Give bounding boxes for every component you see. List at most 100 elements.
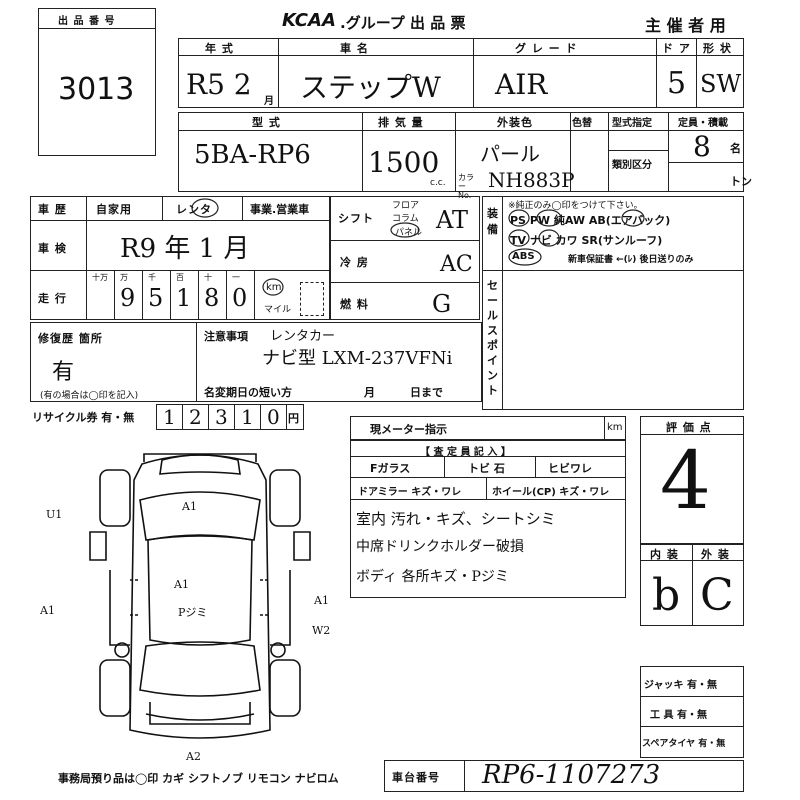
meter-unit: km xyxy=(607,422,623,433)
history-private: 自家用 xyxy=(96,203,132,216)
equipment-line3: 新車保証書 ←(ﾚ) 後日送りのみ xyxy=(568,255,694,265)
color-change-label: 色替 xyxy=(572,118,592,129)
row2-table xyxy=(178,112,744,192)
damage-mark-w2: W2 xyxy=(312,624,331,637)
mileage-digit-cell xyxy=(226,270,255,320)
aircon-value: AC xyxy=(440,252,473,277)
recycle-digit: 1 xyxy=(163,405,176,429)
inspector-wheel: ホイール(CP) キズ・ワレ xyxy=(492,487,610,498)
mileage-label: 走 行 xyxy=(38,292,67,305)
equipment-circles xyxy=(508,209,645,266)
inspector-table xyxy=(350,440,626,598)
inspector-remark3: ボディ 各所キズ・Pジミ xyxy=(356,569,509,585)
recycle-digit: 2 xyxy=(189,405,202,429)
displacement-label: 排 気 量 xyxy=(378,116,424,129)
mileage-digit: 5 xyxy=(148,284,164,312)
mileage-unit-km: km xyxy=(266,282,282,293)
interior-label: 内 装 xyxy=(650,548,679,561)
mileage-mile-box xyxy=(300,282,324,316)
equipment-label: 装 備 xyxy=(487,207,499,236)
inspector-remark1: 室内 汚れ・キズ、シートシミ xyxy=(356,510,556,528)
color-no-label: カラー No. xyxy=(458,173,474,200)
damage-mark-a1-hood: A1 xyxy=(182,500,197,513)
shift-floor: フロア xyxy=(392,201,420,211)
fuel-label: 燃 料 xyxy=(340,298,369,311)
repair-label: 修復歴 箇所 xyxy=(38,332,103,345)
short-reg-label: 名変期日の短い方 xyxy=(204,386,292,399)
office-note: 事務局預り品は◯印 カギ シフトノブ リモコン ナビロム xyxy=(58,772,339,785)
repair-value: 有 xyxy=(52,360,75,385)
notes-line2: ナビ型 LXM-237VFNi xyxy=(262,348,453,369)
mileage-digit: 0 xyxy=(232,284,248,312)
mileage-digit: 9 xyxy=(120,284,136,312)
damage-mark-pjimi: Pジミ xyxy=(178,606,208,619)
damage-mark-a1-roof: A1 xyxy=(174,578,189,591)
meter-label: 現メーター指示 xyxy=(370,423,447,436)
inspection-label: 車 検 xyxy=(38,242,67,255)
grade-value: AIR xyxy=(495,68,548,101)
inspector-mirror: ドアミラー キズ・ワレ xyxy=(358,487,462,498)
equipment-note: ※純正のみ◯印をつけて下さい。 xyxy=(508,201,643,211)
doors-label: ド ア xyxy=(662,42,691,55)
shift-table xyxy=(330,196,480,320)
mileage-unit-mile: マイル xyxy=(264,305,292,315)
notes-label: 注意事項 xyxy=(204,330,248,343)
exterior-color-label: 外装色 xyxy=(497,116,533,129)
row1-table xyxy=(178,38,744,108)
model-label: 型 式 xyxy=(252,116,281,129)
recycle-digit: 0 xyxy=(267,405,280,429)
equipment-line1: PS PW 純AW AB(エアバック) xyxy=(510,214,671,227)
equipment-line2: TV ナビ カワ SR(サンルーフ) xyxy=(510,234,663,247)
history-label: 車 歴 xyxy=(38,203,67,216)
car-name-value: ステップW xyxy=(300,71,441,104)
mileage-digit: 1 xyxy=(176,284,192,312)
jack-label: ジャッキ 有・無 xyxy=(644,680,717,691)
ton-unit: トン xyxy=(730,175,752,188)
category-label: 類別区分 xyxy=(612,160,652,171)
shift-column: コラム xyxy=(392,214,419,224)
short-reg-day: 日まで xyxy=(410,386,443,399)
km-circle xyxy=(262,278,284,296)
chassis-label: 車台番号 xyxy=(392,771,440,784)
history-business: 事業.営業車 xyxy=(250,203,310,216)
lot-number-box xyxy=(38,8,156,156)
car-name-label: 車 名 xyxy=(340,42,369,55)
recycle-digit: 1 xyxy=(241,405,254,429)
rental-circle xyxy=(191,198,219,218)
meter-box xyxy=(350,416,626,440)
capacity-unit: 名 xyxy=(730,142,741,155)
accessories-box xyxy=(640,666,744,758)
header-title: .グループ 出 品 票 xyxy=(340,14,466,32)
car-diagram xyxy=(89,453,311,739)
recycle-digit: 3 xyxy=(215,405,228,429)
model-designation-label: 型式指定 xyxy=(612,118,652,129)
rating-value: 4 xyxy=(660,434,711,527)
inspector-remark2: 中席ドリンクホルダー破損 xyxy=(356,539,524,555)
aircon-label: 冷 房 xyxy=(340,256,369,269)
shift-panel: パネル xyxy=(395,228,423,238)
inspector-chip: トビ 石 xyxy=(468,462,505,475)
exterior-label: 外 装 xyxy=(701,548,730,561)
recycle-unit: 円 xyxy=(288,412,299,425)
mileage-digit-header: 一 xyxy=(232,273,240,282)
shift-value: AT xyxy=(436,206,469,234)
mileage-digit-header: 百 xyxy=(176,273,184,282)
interior-value: b xyxy=(652,570,681,621)
exterior-value: C xyxy=(700,570,734,621)
inspector-crack: ヒビワレ xyxy=(548,462,592,475)
recycle-unit-cell xyxy=(286,404,304,430)
color-value: パール xyxy=(480,142,540,166)
model-value: 5BA-RP6 xyxy=(194,140,311,170)
recycle-label: リサイクル券 有・無 xyxy=(32,411,135,424)
notes-line1: レンタカー xyxy=(270,329,336,344)
mileage-digit-header: 十万 xyxy=(92,273,108,282)
repair-table xyxy=(30,322,482,402)
fuel-value: G xyxy=(432,290,452,318)
month-char: 月 xyxy=(264,96,274,107)
chassis-box xyxy=(384,760,744,792)
repair-note: (有の場合は◯印を記入) xyxy=(40,391,139,401)
capacity-label: 定員・積載 xyxy=(678,118,728,129)
sales-point-label: セールスポイント xyxy=(487,279,498,397)
equipment-abs: ABS xyxy=(512,251,535,262)
inspection-value: R9 年 1 月 xyxy=(120,234,250,264)
